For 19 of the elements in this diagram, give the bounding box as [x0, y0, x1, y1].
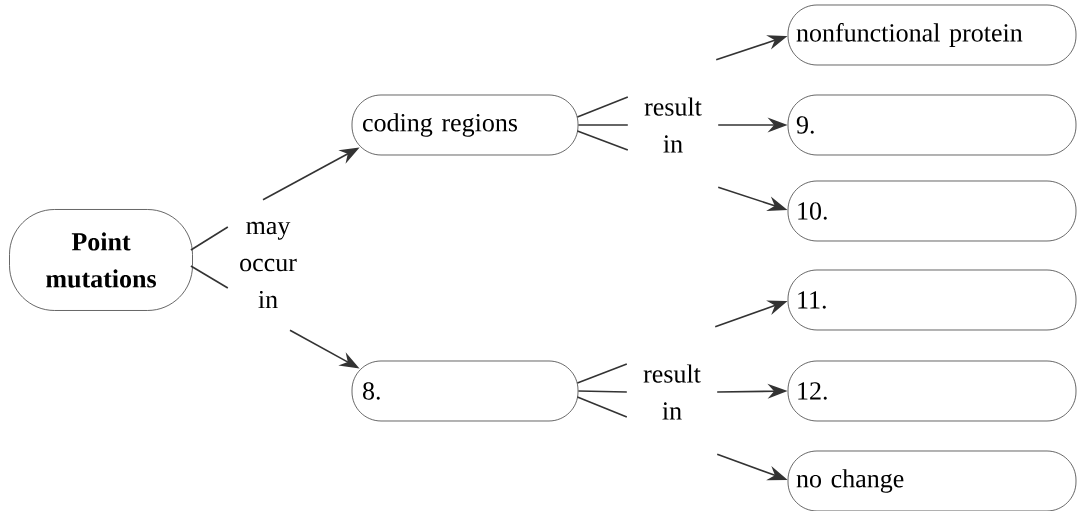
linking-phrase: result in	[644, 97, 702, 153]
concept-box: 8.	[351, 360, 579, 422]
linking-phrase: result in	[643, 364, 701, 420]
connector-line	[576, 396, 628, 418]
connector-line	[577, 390, 628, 393]
connector-line	[190, 226, 229, 251]
connector-line	[576, 363, 628, 384]
connector-line	[576, 96, 629, 118]
concept-box: coding regions	[351, 94, 579, 156]
connector-line	[576, 130, 629, 151]
concept-box: no change	[787, 450, 1077, 511]
connector-line	[190, 265, 229, 289]
concept-box: nonfunctional protein	[787, 4, 1077, 66]
concept-box: 11.	[787, 269, 1077, 331]
linking-phrase: may occur in	[240, 221, 297, 309]
concept-box: 10.	[787, 180, 1077, 242]
concept-box: 12.	[787, 360, 1077, 422]
concept-box: 9.	[787, 94, 1077, 156]
connector-line	[577, 124, 629, 126]
